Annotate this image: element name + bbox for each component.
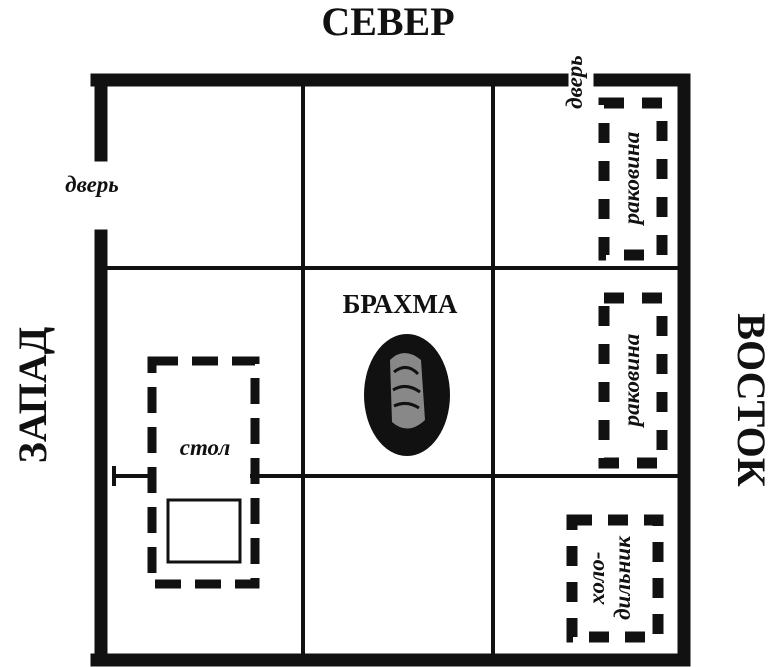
north-label: СЕВЕР <box>321 0 454 44</box>
door-west-label: дверь <box>65 172 119 197</box>
brahma-label: БРАХМА <box>343 289 458 319</box>
table: стол <box>112 356 260 589</box>
sink-1: раковина <box>598 97 668 261</box>
fridge-label-line2: дильник <box>610 535 635 620</box>
sink-2: раковина <box>598 292 668 469</box>
door-north-label: дверь <box>562 55 587 109</box>
west-label: ЗАПАД <box>10 327 55 464</box>
brahma-icon <box>364 334 450 456</box>
interior-grid <box>101 80 684 660</box>
sink-2-label: раковина <box>619 334 644 429</box>
table-label: стол <box>180 435 231 460</box>
outer-walls <box>90 73 691 667</box>
sink-1-label: раковина <box>619 132 644 227</box>
fridge: холо- дильник <box>566 514 664 643</box>
east-label: ВОСТОК <box>729 313 774 486</box>
fridge-label-line1: холо- <box>584 552 609 606</box>
